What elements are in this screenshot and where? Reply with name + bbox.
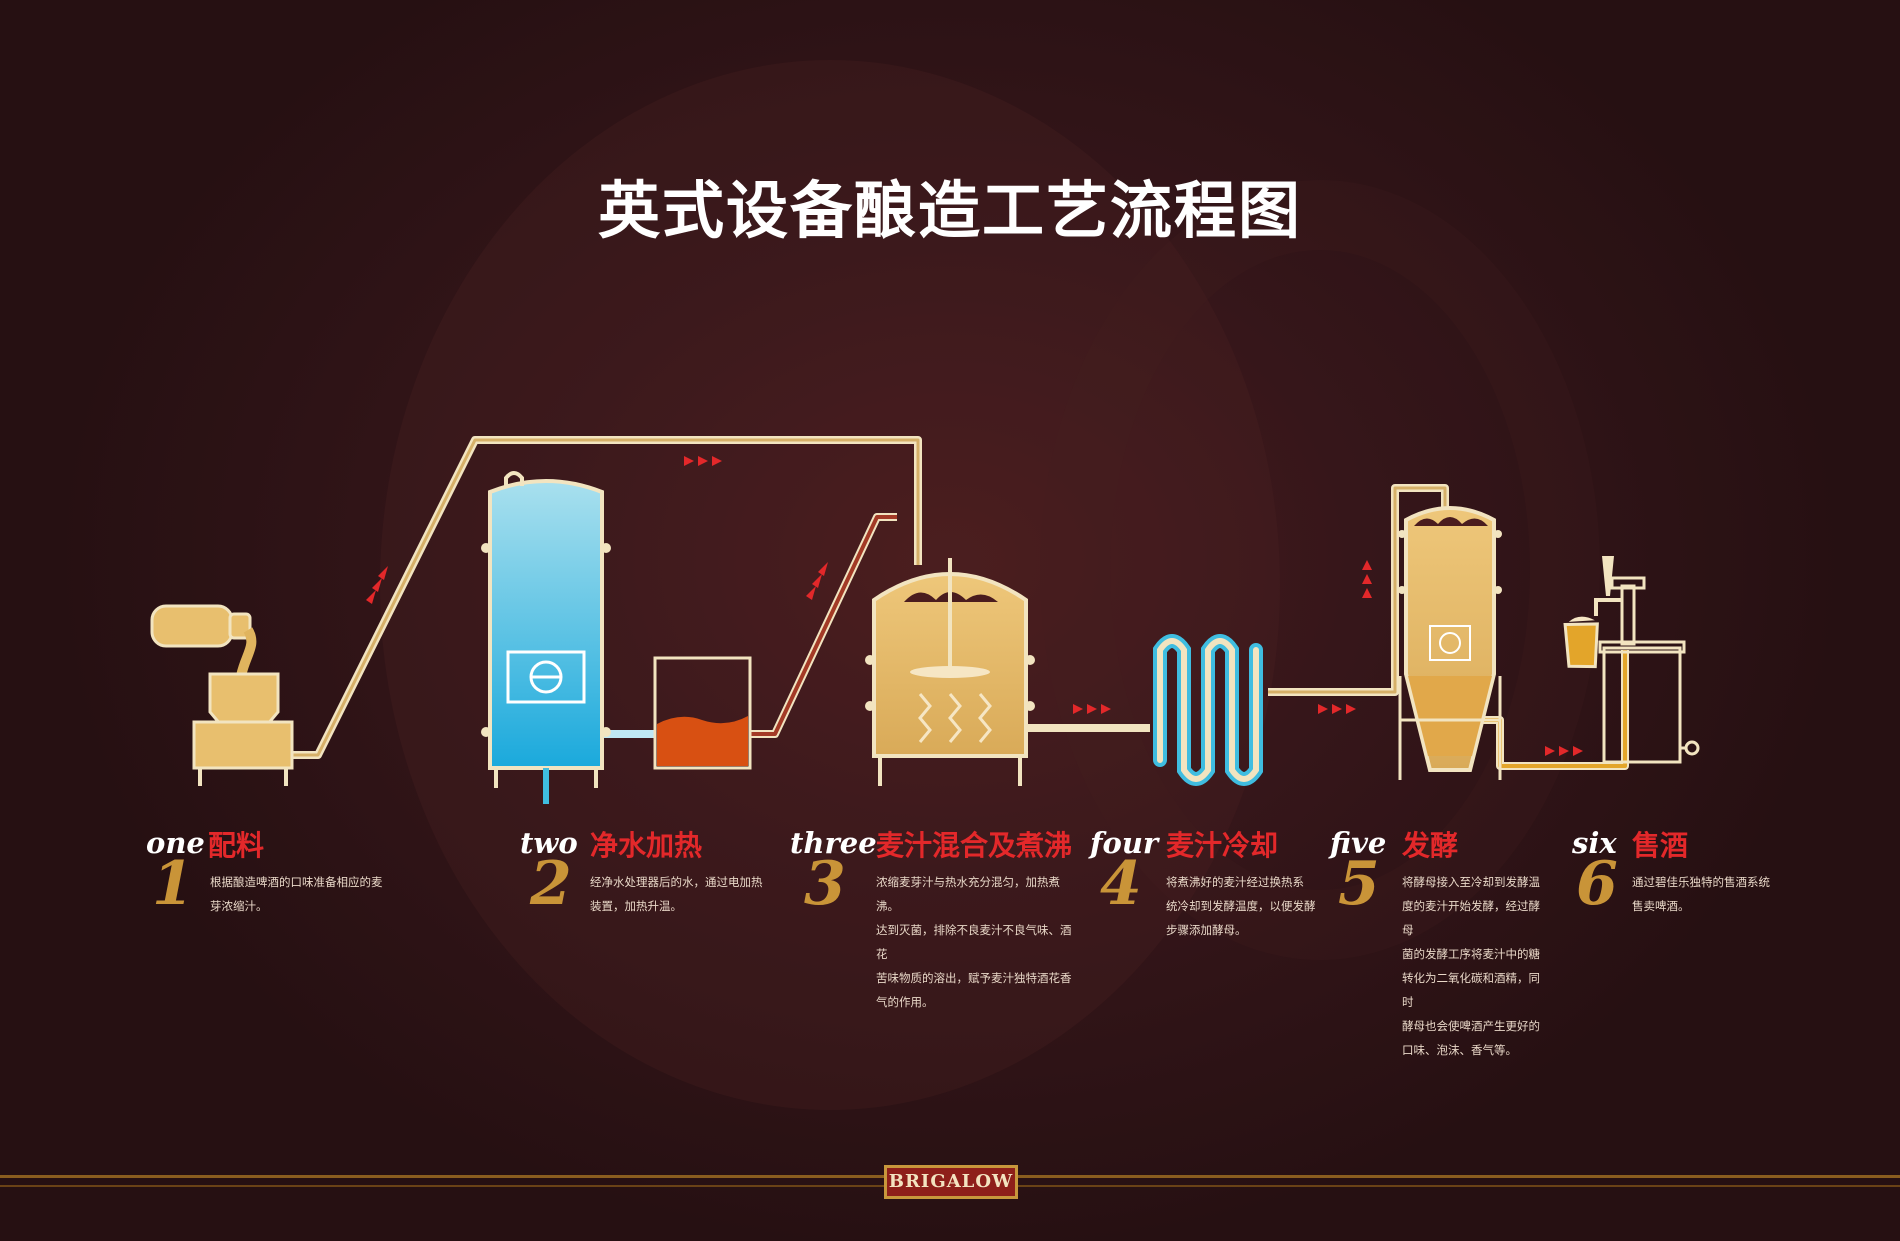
step-number: 3: [804, 849, 846, 919]
desc-line: 芽浓缩汁。: [210, 899, 268, 913]
step-number: 1: [152, 849, 194, 919]
arrow-group-1: [366, 566, 388, 604]
arrow-group-4: [1073, 704, 1111, 714]
step-name: 发酵: [1402, 829, 1459, 862]
step-word: four: [1090, 826, 1159, 860]
ingredient-station: [150, 604, 294, 786]
step-name: 售酒: [1632, 829, 1689, 862]
desc-line: 转化为二氧化碳和酒精，同时: [1402, 971, 1540, 1009]
stirrer-blade: [910, 666, 990, 678]
mixing-box: [192, 720, 294, 770]
desc-line: 气的作用。: [876, 995, 934, 1009]
wort-tank: [653, 656, 752, 770]
wort-liquid: [657, 716, 748, 766]
tank-top-pipe: [504, 471, 524, 488]
step-word: three: [790, 826, 877, 860]
desc-line: 浓缩麦芽汁与热水充分混匀，加热煮沸。: [876, 875, 1060, 913]
heating-coils: [918, 693, 992, 743]
desc-line: 菌的发酵工序将麦汁中的糖: [1402, 947, 1540, 961]
step-word: two: [520, 826, 578, 860]
pipe-ingredient-to-kettle: [292, 436, 922, 759]
mash-kettle: [865, 558, 1035, 786]
desc-line: 根据酿造啤酒的口味准备相应的麦: [210, 875, 383, 889]
wort-cooler: [1153, 634, 1263, 786]
desc-line: 达到灭菌，排除不良麦汁不良气味、酒花: [876, 923, 1072, 961]
step-name: 配料: [208, 829, 265, 862]
arrow-group-5: [1318, 704, 1356, 714]
step-description: 通过碧佳乐独特的售酒系统 售卖啤酒。: [1632, 870, 1802, 918]
arrow-group-2: [684, 456, 722, 466]
step-word: five: [1330, 826, 1387, 860]
step-name: 麦汁混合及煮沸: [876, 829, 1073, 862]
desc-line: 将煮沸好的麦汁经过换热系: [1166, 875, 1304, 889]
desc-line: 经净水处理器后的水，通过电加热: [590, 875, 763, 889]
fermenter-heater-icon: [1429, 625, 1471, 661]
brand-logo: BRIGALOW: [884, 1165, 1018, 1199]
desc-line: 装置，加热升温。: [590, 899, 682, 913]
heater-icon: [506, 650, 586, 704]
malt-bottle: [150, 604, 234, 648]
step-word: one: [146, 826, 205, 860]
fermenter-cone: [1408, 676, 1492, 756]
fermenter-foam: [1414, 517, 1488, 526]
tank-body: [488, 479, 604, 770]
step-number: 5: [1338, 849, 1380, 919]
page-title: 英式设备酿造工艺流程图: [597, 174, 1302, 247]
step-description: 经净水处理器后的水，通过电加热 装置，加热升温。: [590, 870, 780, 918]
arrow-group-6: [1362, 560, 1372, 598]
desc-line: 度的麦汁开始发酵，经过酵母: [1402, 899, 1540, 937]
beer-glass: [1563, 622, 1599, 669]
step-description: 浓缩麦芽汁与热水充分混匀，加热煮沸。 达到灭菌，排除不良麦汁不良气味、酒花 苦味…: [876, 870, 1076, 1014]
desc-line: 统冷却到发酵温度，以便发酵: [1166, 899, 1316, 913]
desc-line: 苦味物质的溶出，赋予麦汁独特酒花香: [876, 971, 1072, 985]
pipe-wort-to-kettle-inner: [750, 515, 897, 736]
step-number: 4: [1100, 849, 1142, 919]
tap-handle: [1602, 556, 1614, 596]
desc-line: 口味、泡沫、香气等。: [1402, 1043, 1517, 1057]
pipe-ingredient-to-kettle-inner: [292, 438, 920, 757]
desc-line: 售卖啤酒。: [1632, 899, 1690, 913]
step-name: 净水加热: [590, 829, 703, 862]
desc-line: 步骤添加酵母。: [1166, 923, 1247, 937]
step-number: 6: [1576, 849, 1618, 919]
flow-arrows: [366, 456, 1583, 756]
keg: [1602, 646, 1682, 764]
step-word: six: [1572, 826, 1617, 860]
beer-tap-station: [1563, 556, 1700, 764]
step-name: 麦汁冷却: [1166, 829, 1279, 862]
step-description: 根据酿造啤酒的口味准备相应的麦 芽浓缩汁。: [210, 870, 400, 918]
step-description: 将酵母接入至冷却到发酵温 度的麦汁开始发酵，经过酵母 菌的发酵工序将麦汁中的糖 …: [1402, 870, 1542, 1062]
water-heating-tank: [481, 471, 611, 804]
desc-line: 酵母也会使啤酒产生更好的: [1402, 1019, 1540, 1033]
desc-line: 将酵母接入至冷却到发酵温: [1402, 875, 1540, 889]
arrow-group-7: [1545, 746, 1583, 756]
step-description: 将煮沸好的麦汁经过换热系 统冷却到发酵温度，以便发酵 步骤添加酵母。: [1166, 870, 1316, 942]
step-number: 2: [530, 849, 572, 919]
fermentation-tank: [1398, 506, 1502, 780]
tap-tower: [1620, 584, 1636, 646]
wort-container: [653, 656, 752, 770]
pipe-cooler-to-fermenter-inner: [1268, 486, 1447, 694]
tap-spout: [1594, 598, 1622, 616]
arrow-group-3: [806, 562, 828, 600]
desc-line: 通过碧佳乐独特的售酒系统: [1632, 875, 1770, 889]
